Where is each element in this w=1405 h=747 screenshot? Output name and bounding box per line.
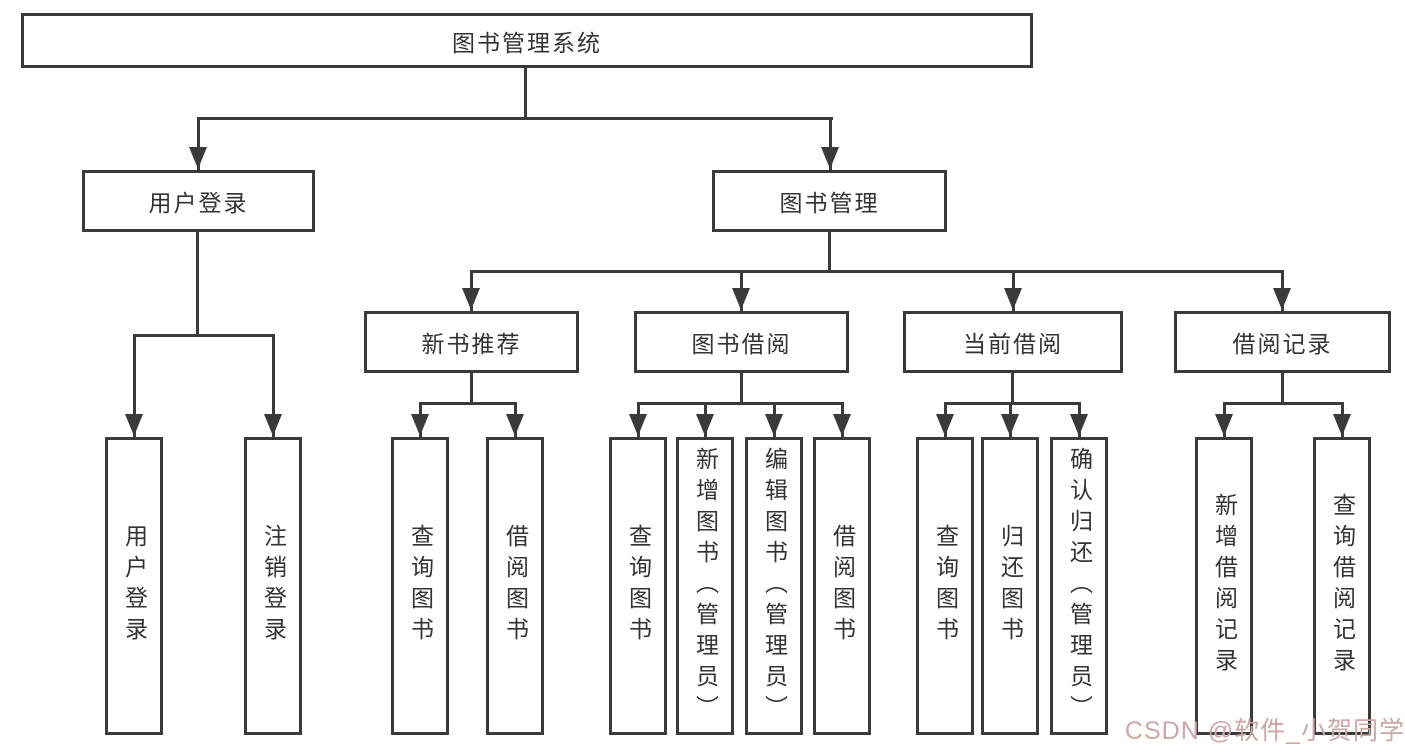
leaf-bb-query-books: 查询图书 [609, 437, 667, 735]
connector-borrowing-records-hbar [1223, 402, 1344, 405]
leaf-bb-add-books-admin-label: 新增图书（管理员） [692, 446, 719, 726]
node-user-login: 用户登录 [82, 170, 315, 232]
node-current-borrowing: 当前借阅 [903, 311, 1123, 373]
leaf-logout-label: 注销登录 [260, 524, 287, 648]
leaf-nb-query-books: 查询图书 [391, 437, 449, 735]
node-current-borrowing-label: 当前借阅 [963, 331, 1063, 357]
connector-user-login-stem [196, 232, 199, 336]
leaf-cb-confirm-return-admin-label: 确认归还（管理员） [1066, 446, 1093, 726]
leaf-bb-borrow-books: 借阅图书 [813, 437, 871, 735]
leaf-cb-return-books-label: 归还图书 [997, 524, 1024, 648]
node-new-book-recommend-label: 新书推荐 [421, 331, 522, 357]
arrow-down-icon [696, 414, 714, 436]
arrow-down-icon [936, 414, 954, 436]
connector-book-borrowing-hbar [637, 402, 844, 405]
arrow-down-icon [189, 147, 207, 169]
node-book-borrowing-label: 图书借阅 [691, 331, 792, 357]
arrow-down-icon [1001, 414, 1019, 436]
arrow-down-icon [1273, 288, 1291, 310]
connector-leaf-drop [272, 334, 275, 437]
leaf-cb-query-books: 查询图书 [916, 437, 974, 735]
connector-book-borrowing-stem [740, 373, 743, 404]
node-book-management-label: 图书管理 [779, 190, 880, 216]
connector-borrowing-records-stem [1281, 373, 1284, 404]
watermark: CSDN @软件_小贺同学 [1124, 717, 1405, 745]
leaf-br-add-record-label: 新增借阅记录 [1211, 493, 1238, 679]
node-user-login-label: 用户登录 [148, 190, 249, 216]
node-root-label: 图书管理系统 [452, 29, 602, 56]
arrow-down-icon [506, 414, 524, 436]
connector-leaf-drop [133, 334, 136, 437]
leaf-logout: 注销登录 [244, 437, 302, 735]
connector-user-login-drop [197, 117, 200, 170]
arrow-down-icon [264, 414, 282, 436]
arrow-down-icon [732, 288, 750, 310]
connector-current-borrowing-stem [1011, 373, 1014, 404]
leaf-nb-borrow-books-label: 借阅图书 [502, 524, 529, 648]
leaf-nb-borrow-books: 借阅图书 [486, 437, 544, 735]
node-root: 图书管理系统 [21, 13, 1033, 68]
leaf-user-login-label: 用户登录 [121, 524, 148, 648]
node-new-book-recommend: 新书推荐 [364, 311, 579, 373]
arrow-down-icon [765, 414, 783, 436]
leaf-user-login: 用户登录 [105, 437, 163, 735]
connector-book-management-stem [828, 232, 831, 272]
arrow-down-icon [462, 288, 480, 310]
node-borrowing-records-label: 借阅记录 [1232, 331, 1333, 357]
leaf-bb-add-books-admin: 新增图书（管理员） [676, 437, 734, 735]
node-book-management: 图书管理 [712, 170, 947, 232]
leaf-cb-confirm-return-admin: 确认归还（管理员） [1050, 437, 1108, 735]
arrow-down-icon [1004, 288, 1022, 310]
connector-level2-hbar [470, 270, 1283, 273]
leaf-bb-query-books-label: 查询图书 [625, 524, 652, 648]
arrow-down-icon [411, 414, 429, 436]
leaf-bb-borrow-books-label: 借阅图书 [829, 524, 856, 648]
connector-root-stem [524, 68, 527, 120]
connector-book-management-drop [829, 117, 832, 170]
node-borrowing-records: 借阅记录 [1174, 311, 1391, 373]
leaf-cb-return-books: 归还图书 [981, 437, 1039, 735]
leaf-cb-query-books-label: 查询图书 [932, 524, 959, 648]
leaf-bb-edit-books-admin-label: 编辑图书（管理员） [761, 446, 788, 726]
arrow-down-icon [125, 414, 143, 436]
leaf-bb-edit-books-admin: 编辑图书（管理员） [745, 437, 803, 735]
node-book-borrowing: 图书借阅 [634, 311, 849, 373]
arrow-down-icon [821, 147, 839, 169]
arrow-down-icon [1215, 414, 1233, 436]
connector-new-book-hbar [419, 402, 517, 405]
connector-new-book-stem [470, 373, 473, 404]
leaf-nb-query-books-label: 查询图书 [407, 524, 434, 648]
arrow-down-icon [1333, 414, 1351, 436]
connector-current-borrowing-hbar [944, 402, 1081, 405]
leaf-br-query-record-label: 查询借阅记录 [1329, 493, 1356, 679]
arrow-down-icon [1070, 414, 1088, 436]
leaf-br-add-record: 新增借阅记录 [1195, 437, 1253, 735]
arrow-down-icon [833, 414, 851, 436]
arrow-down-icon [629, 414, 647, 436]
connector-user-login-hbar [133, 334, 275, 337]
leaf-br-query-record: 查询借阅记录 [1313, 437, 1371, 735]
connector-level1-hbar [197, 117, 833, 120]
